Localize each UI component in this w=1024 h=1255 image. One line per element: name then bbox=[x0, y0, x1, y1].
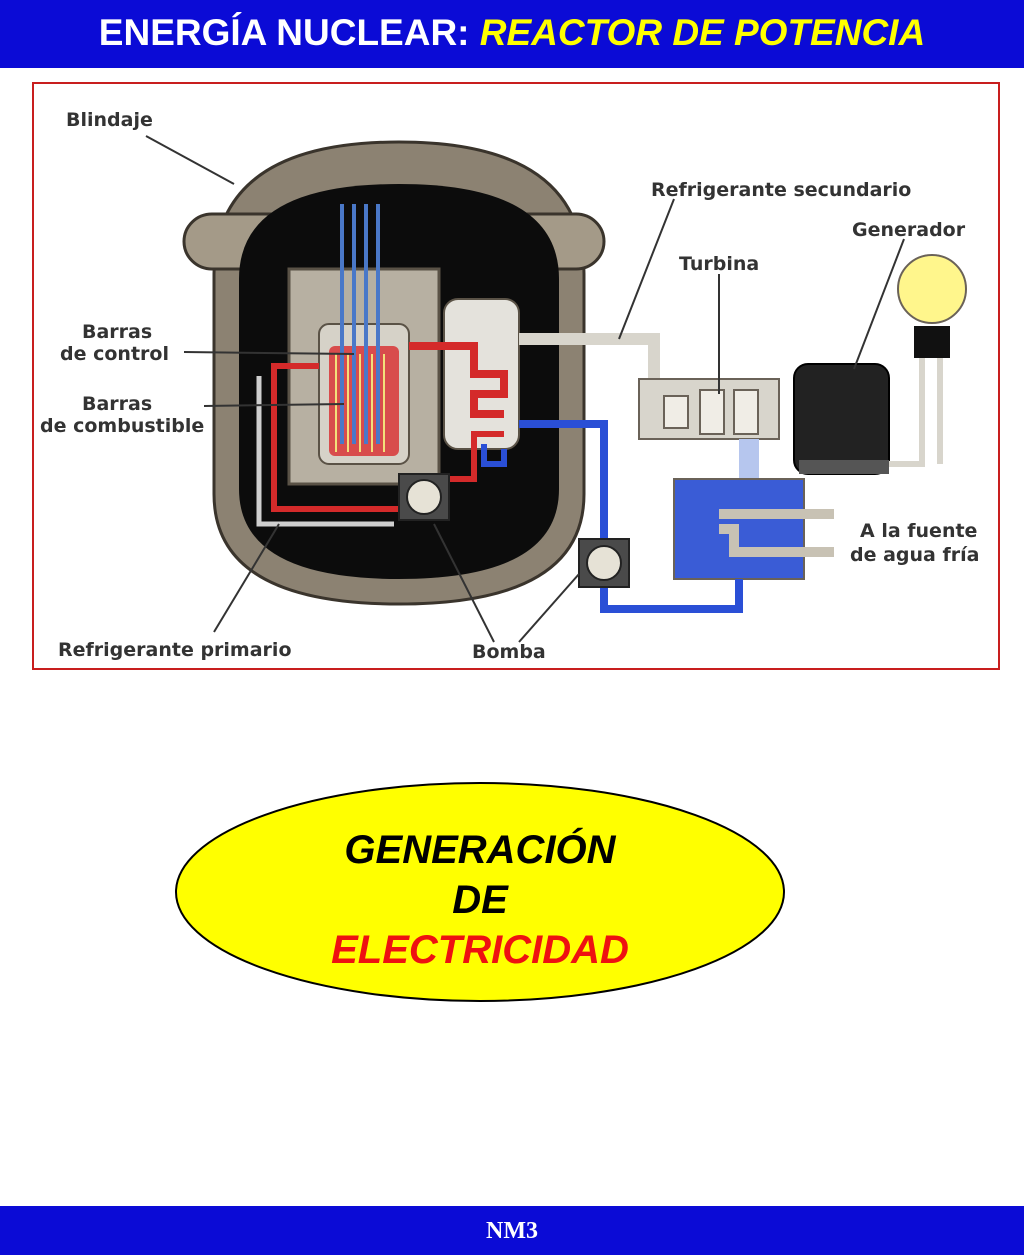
secondary-cold-loop bbox=[519, 420, 743, 613]
turbine-stages bbox=[663, 389, 759, 435]
reactor-diagram: Blindaje Refrigerante secundario Generad… bbox=[32, 82, 1000, 670]
label-bomba: Bomba bbox=[472, 641, 546, 663]
title-main: ENERGÍA NUCLEAR: bbox=[98, 12, 470, 53]
reactor-diagram-svg: Blindaje Refrigerante secundario Generad… bbox=[40, 109, 979, 663]
label-fuente-agua-2: de agua fría bbox=[850, 544, 979, 566]
label-blindaje: Blindaje bbox=[66, 109, 153, 131]
footer-code: NM3 bbox=[486, 1218, 538, 1244]
page-title: ENERGÍA NUCLEAR: REACTOR DE POTENCIA bbox=[0, 10, 1024, 56]
generator bbox=[793, 363, 890, 475]
label-refrigerante-primario: Refrigerante primario bbox=[58, 639, 292, 661]
label-barras-combustible-1: Barras bbox=[82, 393, 152, 415]
label-barras-control-1: Barras bbox=[82, 321, 152, 343]
label-barras-combustible-2: de combustible bbox=[40, 415, 204, 437]
callout-line-3: ELECTRICIDAD bbox=[331, 928, 629, 972]
title-accent: REACTOR DE POTENCIA bbox=[479, 12, 926, 53]
cooling-water-pipe bbox=[719, 509, 834, 557]
primary-pump-rotor bbox=[406, 479, 442, 515]
footer-bar: NM3 bbox=[0, 1206, 1024, 1255]
label-refrigerante-secundario: Refrigerante secundario bbox=[651, 179, 911, 201]
bulb-icon bbox=[897, 254, 967, 324]
callout-ellipse bbox=[175, 782, 785, 1002]
secondary-inner-loop bbox=[481, 444, 507, 467]
electricity-callout: GENERACIÓN DE ELECTRICIDAD bbox=[173, 780, 787, 1004]
callout-line-1: GENERACIÓN bbox=[344, 828, 616, 872]
primary-hot-loop bbox=[409, 342, 508, 418]
generator-base bbox=[799, 460, 889, 474]
label-turbina: Turbina bbox=[679, 253, 759, 275]
fuel-rods bbox=[335, 354, 385, 452]
generator-wire bbox=[889, 358, 943, 467]
bulb-base bbox=[914, 326, 950, 358]
label-generador: Generador bbox=[852, 219, 966, 241]
label-barras-control-2: de control bbox=[60, 343, 169, 365]
secondary-pump-rotor bbox=[586, 545, 622, 581]
control-rods bbox=[340, 204, 380, 444]
primary-return-loop bbox=[256, 376, 394, 527]
callout-line-2: DE bbox=[452, 878, 508, 922]
leader-lines bbox=[145, 135, 905, 643]
label-fuente-agua-1: A la fuente bbox=[860, 520, 977, 542]
header-bar: ENERGÍA NUCLEAR: REACTOR DE POTENCIA bbox=[0, 0, 1024, 68]
